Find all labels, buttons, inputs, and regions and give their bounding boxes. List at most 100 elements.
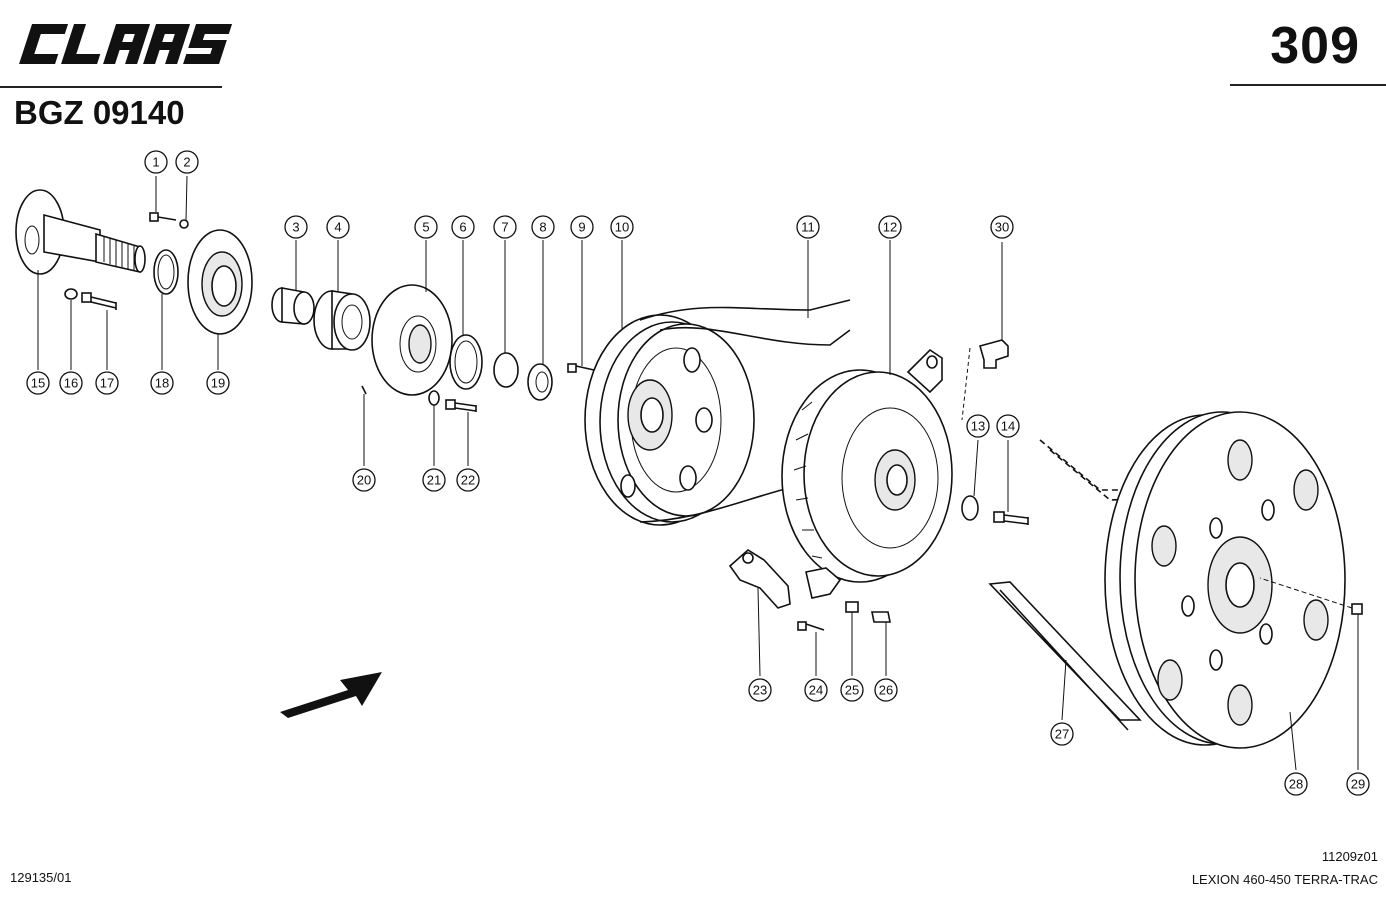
callout-8: 8 xyxy=(531,215,555,239)
part-13-washer xyxy=(961,495,979,521)
part-4-ball-bearing xyxy=(313,290,371,351)
direction-arrow-icon xyxy=(280,672,382,718)
callout-25: 25 xyxy=(840,678,864,702)
part-12-clutch xyxy=(781,348,953,599)
svg-text:17: 17 xyxy=(100,376,114,391)
part-7-snap-ring xyxy=(493,352,519,388)
callout-9: 9 xyxy=(570,215,594,239)
part-24-bolt xyxy=(797,621,825,631)
callout-27: 27 xyxy=(1050,722,1074,746)
page-number: 309 xyxy=(1270,17,1360,75)
part-10-pulley xyxy=(584,314,755,526)
part-11-belt xyxy=(639,299,851,523)
callout-22: 22 xyxy=(456,468,480,492)
svg-text:23: 23 xyxy=(753,683,767,698)
svg-text:3: 3 xyxy=(292,220,299,235)
svg-text:10: 10 xyxy=(615,220,629,235)
callout-4: 4 xyxy=(326,215,350,239)
callout-26: 26 xyxy=(874,678,898,702)
callout-29: 29 xyxy=(1346,772,1370,796)
svg-text:2: 2 xyxy=(183,155,190,170)
callout-16: 16 xyxy=(59,371,83,395)
svg-text:29: 29 xyxy=(1351,777,1365,792)
svg-text:30: 30 xyxy=(995,220,1009,235)
callout-23: 23 xyxy=(748,678,772,702)
callout-3: 3 xyxy=(284,215,308,239)
svg-text:16: 16 xyxy=(64,376,78,391)
part-30-fitting xyxy=(961,339,1009,421)
svg-text:12: 12 xyxy=(883,220,897,235)
part-18-seal-ring xyxy=(153,249,179,295)
callout-30: 30 xyxy=(990,215,1014,239)
callout-11: 11 xyxy=(796,215,820,239)
part-29-bolt xyxy=(1259,577,1363,615)
catalog-number: 129135/01 xyxy=(10,870,72,885)
svg-text:24: 24 xyxy=(809,683,823,698)
callout-2: 2 xyxy=(175,150,199,174)
callout-18: 18 xyxy=(150,371,174,395)
svg-text:15: 15 xyxy=(31,376,45,391)
part-9-bolt xyxy=(567,363,595,373)
callout-5: 5 xyxy=(414,215,438,239)
part-21-washer xyxy=(428,390,440,406)
part-28-large-pulley xyxy=(1104,411,1346,749)
svg-text:26: 26 xyxy=(879,683,893,698)
svg-text:14: 14 xyxy=(1001,419,1015,434)
svg-text:22: 22 xyxy=(461,473,475,488)
svg-text:7: 7 xyxy=(501,220,508,235)
part-25-spacer xyxy=(845,601,859,613)
part-27-belt xyxy=(988,581,1142,731)
part-20-pin xyxy=(361,385,367,395)
logo-underline xyxy=(0,86,222,88)
svg-text:19: 19 xyxy=(211,376,225,391)
svg-text:18: 18 xyxy=(155,376,169,391)
svg-text:13: 13 xyxy=(971,419,985,434)
svg-text:1: 1 xyxy=(152,155,159,170)
callout-28: 28 xyxy=(1284,772,1308,796)
part-14-bolt xyxy=(993,511,1029,525)
svg-text:25: 25 xyxy=(845,683,859,698)
callout-17: 17 xyxy=(95,371,119,395)
part-26-nipple xyxy=(871,611,891,623)
part-16-washer xyxy=(64,288,78,300)
callout-14: 14 xyxy=(996,414,1020,438)
figure-code: 11209z01 xyxy=(1321,849,1378,864)
svg-text:5: 5 xyxy=(422,220,429,235)
callout-21: 21 xyxy=(422,468,446,492)
callout-7: 7 xyxy=(493,215,517,239)
document-code: BGZ 09140 xyxy=(14,94,185,131)
callout-24: 24 xyxy=(804,678,828,702)
claas-logo xyxy=(19,24,233,64)
part-8-nut xyxy=(527,363,553,401)
part-1-bolt xyxy=(149,212,177,222)
part-15-flange-shaft xyxy=(15,189,146,275)
part-19-bearing-housing xyxy=(187,229,253,335)
svg-text:4: 4 xyxy=(334,220,341,235)
svg-text:9: 9 xyxy=(578,220,585,235)
callout-15: 15 xyxy=(26,371,50,395)
callout-12: 12 xyxy=(878,215,902,239)
callout-13: 13 xyxy=(966,414,990,438)
svg-text:20: 20 xyxy=(357,473,371,488)
part-3-bushing xyxy=(271,287,315,325)
callout-1: 1 xyxy=(144,150,168,174)
callout-leaders xyxy=(37,175,1359,771)
model-name: LEXION 460-450 TERRA-TRAC xyxy=(1191,872,1378,887)
svg-text:11: 11 xyxy=(801,220,815,235)
svg-text:27: 27 xyxy=(1055,727,1069,742)
part-22-bolt xyxy=(445,399,477,412)
svg-text:6: 6 xyxy=(459,220,466,235)
callout-10: 10 xyxy=(610,215,634,239)
part-2-washer xyxy=(179,219,189,229)
svg-text:21: 21 xyxy=(427,473,441,488)
svg-text:8: 8 xyxy=(539,220,546,235)
callout-6: 6 xyxy=(451,215,475,239)
svg-text:28: 28 xyxy=(1289,777,1303,792)
part-5-cover-plate xyxy=(371,284,453,396)
callout-19: 19 xyxy=(206,371,230,395)
part-6-seal xyxy=(449,334,483,390)
part-23-bracket xyxy=(728,549,791,609)
page-number-underline xyxy=(1230,84,1386,86)
part-17-bolt xyxy=(81,292,117,310)
callout-20: 20 xyxy=(352,468,376,492)
